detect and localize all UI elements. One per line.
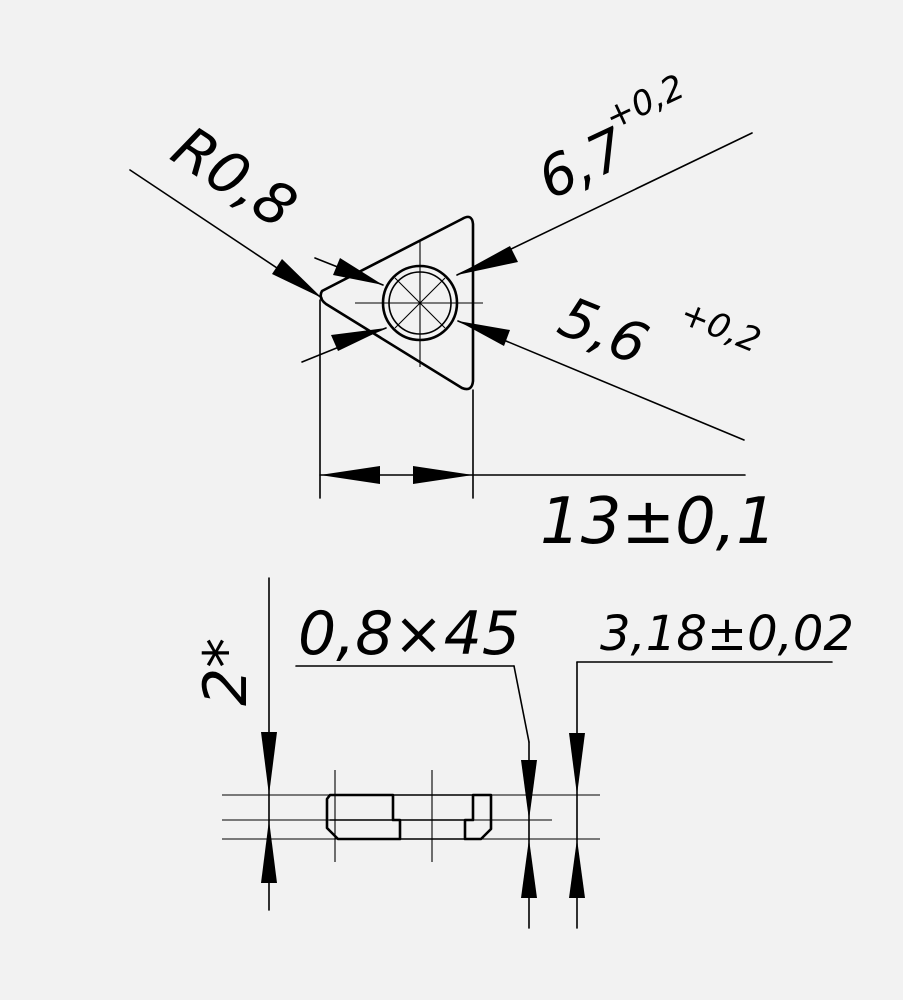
offset-dimension: 2* <box>191 577 277 911</box>
inner-diameter-tolerance: +0,2 <box>675 293 767 361</box>
outer-diameter-dimension: 6,7 +0,2 <box>314 67 753 286</box>
inner-diameter-label: 5,6 <box>550 285 657 379</box>
offset-arrow-top <box>261 732 277 795</box>
thickness-dimension: 3,18±0,02 <box>569 606 854 929</box>
width-dimension: 13±0,1 <box>319 299 777 559</box>
radius-dimension: R0,8 <box>129 113 323 299</box>
outer-diameter-arrow-right <box>457 246 518 275</box>
offset-label: 2* <box>191 638 261 706</box>
radius-arrow <box>272 259 322 298</box>
width-label: 13±0,1 <box>540 485 777 559</box>
radius-label: R0,8 <box>160 113 308 242</box>
width-arrow-left <box>320 466 380 484</box>
width-arrow-right <box>413 466 473 484</box>
offset-arrow-bottom <box>261 820 277 883</box>
chamfer-label: 0,8×45 <box>298 599 520 669</box>
inner-diameter-arrow-right <box>458 321 510 346</box>
thickness-arrow-bottom <box>569 839 585 898</box>
thickness-arrow-top <box>569 733 585 795</box>
outer-diameter-arrow-left <box>333 258 383 285</box>
section-right <box>463 793 493 841</box>
chamfer-arrow-top <box>521 760 537 820</box>
insert-section-view <box>222 770 600 862</box>
inner-diameter-dimension: 5,6 +0,2 <box>301 285 767 441</box>
chamfer-arrow-bottom <box>521 839 537 898</box>
center-line-diagonal-2 <box>394 277 446 329</box>
section-left <box>325 793 402 841</box>
insert-top-view <box>319 215 483 391</box>
outer-diameter-tolerance: +0,2 <box>599 67 691 138</box>
thickness-label: 3,18±0,02 <box>600 606 854 662</box>
insert-outline <box>319 215 475 391</box>
inner-diameter-arrow-left <box>331 328 386 351</box>
chamfer-dimension: 0,8×45 <box>295 599 537 929</box>
